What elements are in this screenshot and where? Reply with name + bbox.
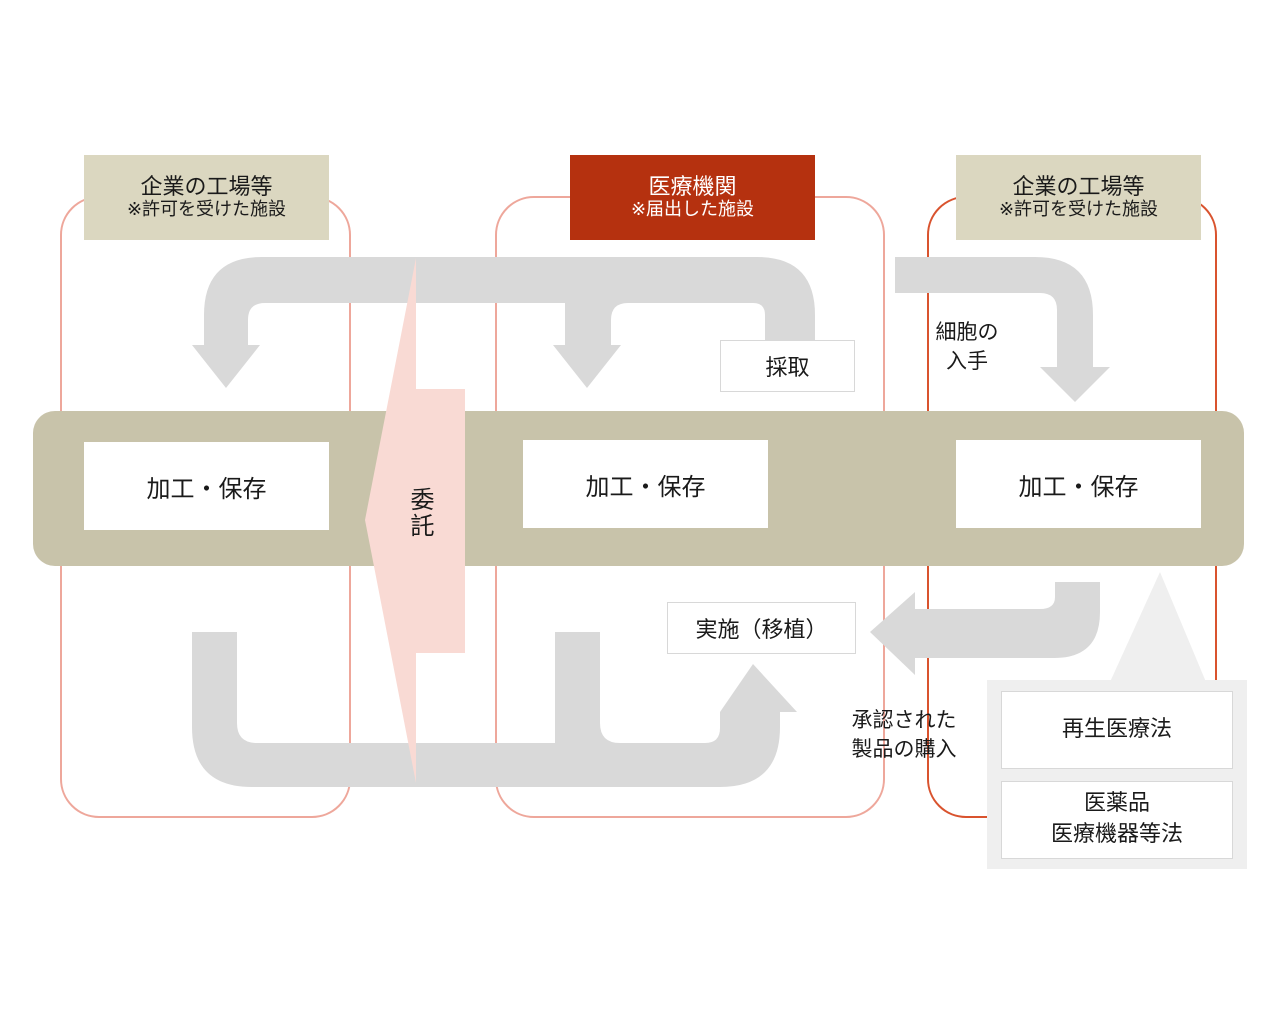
right-column-subtitle: ※許可を受けた施設 [998, 198, 1159, 220]
center-column-header: 医療機関 ※届出した施設 [570, 155, 815, 240]
return-arrow [192, 632, 797, 787]
implementation-tag: 実施（移植） [667, 602, 856, 654]
consignment-arrow [365, 258, 465, 783]
collection-arrow [192, 257, 815, 388]
left-column-subtitle: ※許可を受けた施設 [126, 198, 287, 220]
left-column-title: 企業の工場等 [140, 174, 273, 200]
collection-tag: 採取 [720, 340, 855, 392]
right-column-header: 企業の工場等 ※許可を受けた施設 [956, 155, 1201, 240]
right-column-title: 企業の工場等 [1012, 174, 1145, 200]
cell-acquisition-arrow [895, 257, 1110, 402]
right-process-box: 加工・保存 [956, 440, 1201, 528]
left-column-header: 企業の工場等 ※許可を受けた施設 [84, 155, 329, 240]
purchase-label: 承認された 製品の購入 [851, 708, 957, 762]
consignment-label: 委託 [406, 487, 434, 539]
cell-acquisition-label: 細胞の 入手 [935, 320, 999, 374]
pmd-act: 医薬品 医療機器等法 [1001, 781, 1233, 859]
center-column-subtitle: ※届出した施設 [630, 198, 755, 220]
purchase-arrow [870, 582, 1100, 675]
regenerative-medicine-law: 再生医療法 [1001, 691, 1233, 769]
law-callout-pointer [1110, 572, 1206, 682]
center-column-title: 医療機関 [648, 174, 737, 200]
center-process-box: 加工・保存 [523, 440, 768, 528]
left-process-box: 加工・保存 [84, 442, 329, 530]
